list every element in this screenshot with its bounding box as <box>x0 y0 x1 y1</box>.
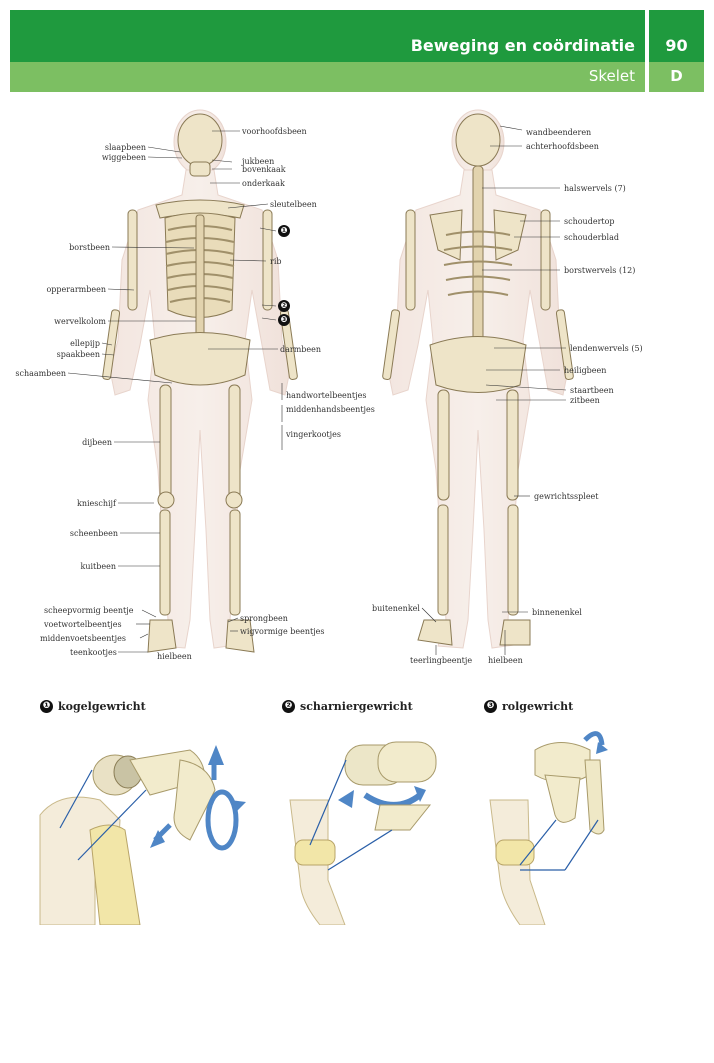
label-middenvoetsbeentjes: middenvoetsbeentjes <box>40 634 126 643</box>
label-rib: rib <box>270 257 282 266</box>
label-wervelkolom: wervelkolom <box>54 317 106 326</box>
joint-title-1: ❶ kogelgewricht <box>40 700 146 713</box>
label-lendenwervels: lendenwervels (5) <box>570 344 643 353</box>
label-voetwortelbeentjes: voetwortelbeentjes <box>44 620 122 629</box>
label-ellepijp: ellepijp <box>70 339 100 348</box>
label-jukbeen: jukbeen <box>242 157 275 166</box>
label-teenkootjes: teenkootjes <box>70 648 117 657</box>
label-kuitbeen: kuitbeen <box>80 562 116 571</box>
label-handwortelbeentjes: handwortelbeentjes <box>286 391 367 400</box>
label-schaambeen: schaambeen <box>15 369 66 378</box>
joint-marker-3: ❸ <box>484 700 497 713</box>
label-wigvormige-beentjes: wigvormige beentjes <box>240 627 325 636</box>
label-middenhandsbeentjes: middenhandsbeentjes <box>286 405 375 414</box>
label-scheepvormig-beentje: scheepvormig beentje <box>44 606 134 615</box>
joint-marker-2: ❷ <box>282 700 295 713</box>
label-hielbeen-back: hielbeen <box>488 656 523 665</box>
label-opperarmbeen: opperarmbeen <box>46 285 106 294</box>
label-bovenkaak: bovenkaak <box>242 165 286 174</box>
label-onderkaak: onderkaak <box>242 179 285 188</box>
label-vingerkootjes: vingerkootjes <box>286 430 341 439</box>
skeleton-figure: voorhoofdsbeen slaapbeen wiggebeen jukbe… <box>0 100 714 680</box>
joint-label-kogelgewricht: kogelgewricht <box>58 700 146 713</box>
label-knieschijf: knieschijf <box>76 499 116 508</box>
joint-illustrations <box>39 731 608 925</box>
joint-title-3: ❸ rolgewricht <box>484 700 573 713</box>
label-gewrichtsspleet: gewrichtsspleet <box>534 492 599 501</box>
section-letter: D <box>670 67 683 85</box>
label-voorhoofdsbeen: voorhoofdsbeen <box>242 127 307 136</box>
marker-3: ❸ <box>278 314 290 326</box>
joint-label-scharniergewricht: scharniergewricht <box>300 700 413 713</box>
back-leader-lines <box>421 125 567 655</box>
label-sleutelbeen: sleutelbeen <box>270 200 317 209</box>
section-letter-box: D <box>649 62 704 92</box>
label-halswervels: halswervels (7) <box>564 184 626 193</box>
label-dijbeen: dijbeen <box>82 438 112 447</box>
label-staartbeen: staartbeen <box>570 386 614 395</box>
label-borstbeen: borstbeen <box>69 243 110 252</box>
label-sprongbeen: sprongbeen <box>240 614 288 623</box>
front-skeleton <box>102 113 298 653</box>
joint-marker-1: ❶ <box>40 700 53 713</box>
label-spaakbeen: spaakbeen <box>56 350 100 359</box>
label-schoudertop: schoudertop <box>564 217 615 226</box>
label-binnenenkel: binnenenkel <box>532 608 582 617</box>
pivot-joint-illustration <box>489 731 608 925</box>
label-slaapbeen: slaapbeen <box>104 143 146 152</box>
marker-1: ❶ <box>278 225 290 237</box>
label-wandbeenderen: wandbeenderen <box>526 128 592 137</box>
back-skeleton <box>382 113 574 646</box>
hinge-joint-illustration <box>289 741 437 925</box>
label-hielbeen-front: hielbeen <box>157 652 192 661</box>
label-heiligbeen: heiligbeen <box>564 366 607 375</box>
page-number: 90 <box>665 36 688 55</box>
label-buitenenkel: buitenenkel <box>372 604 420 613</box>
label-zitbeen: zitbeen <box>570 396 600 405</box>
page-number-box: 90 <box>649 10 704 62</box>
label-wiggebeen: wiggebeen <box>101 153 146 162</box>
label-scheenbeen: scheenbeen <box>69 529 118 538</box>
label-darmbeen: darmbeen <box>280 345 322 354</box>
header-subtitle: Skelet <box>588 67 635 85</box>
label-achterhoofdsbeen: achterhoofdsbeen <box>526 142 599 151</box>
label-teerlingbeentje: teerlingbeentje <box>410 656 473 665</box>
ball-joint-illustration <box>39 745 246 925</box>
joint-title-2: ❷ scharniergewricht <box>282 700 413 713</box>
joint-types: ❶ kogelgewricht ❷ scharniergewricht ❸ ro… <box>0 700 714 925</box>
joint-label-rolgewricht: rolgewricht <box>502 700 574 713</box>
page-header: Beweging en coördinatie Skelet 90 D <box>10 10 704 92</box>
label-schouderblad: schouderblad <box>564 233 619 242</box>
front-leader-lines <box>67 130 283 653</box>
skeleton-illustration <box>67 109 574 655</box>
header-band-bottom: Skelet <box>10 62 645 92</box>
label-borstwervels: borstwervels (12) <box>564 266 636 275</box>
header-title: Beweging en coördinatie <box>410 36 635 55</box>
header-band-top: Beweging en coördinatie <box>10 10 645 62</box>
marker-2: ❷ <box>278 300 290 312</box>
